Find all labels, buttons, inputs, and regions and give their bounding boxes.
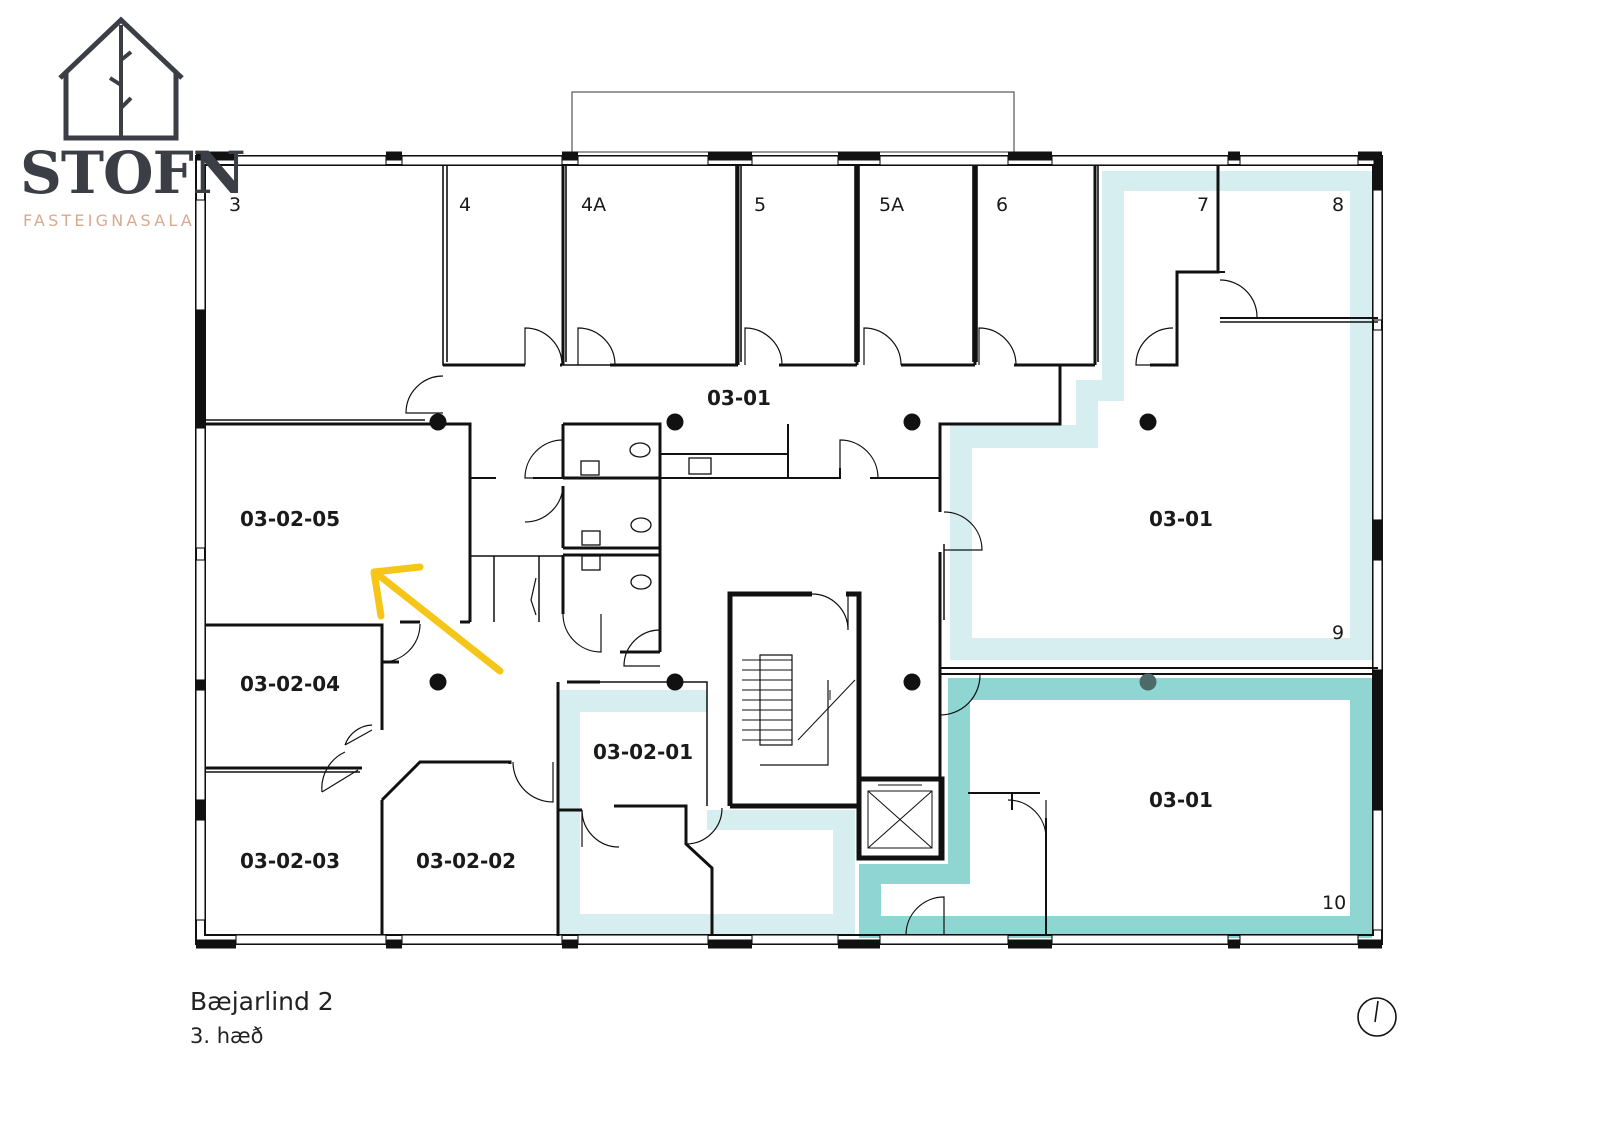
highlight-zone-south [558,690,855,936]
room-label-03-02-01: 03-02-01 [593,740,693,764]
room-label-03-02-05: 03-02-05 [240,507,340,531]
floor-label: 3. hæð [190,1024,264,1048]
room-label-03-01-corridor: 03-01 [707,386,771,410]
house-logo-icon [58,16,184,141]
arrow-pointer-icon [370,563,504,675]
stair-core [727,591,945,861]
window-number-9: 9 [1332,622,1344,644]
restroom-block [470,422,940,653]
building-title: Bæjarlind 2 [190,987,334,1016]
room-label-03-01-east: 03-01 [1149,507,1213,531]
north-office-walls [205,165,1378,622]
doors-north [405,279,1258,414]
window-number-10: 10 [1322,892,1346,914]
room-label-03-02-03: 03-02-03 [240,849,340,873]
room-label-03-02-04: 03-02-04 [240,672,340,696]
columns [429,413,1157,691]
corridor-walls [205,472,1378,936]
north-arrow-icon [1357,997,1397,1037]
window-number-5: 5 [754,194,766,216]
window-number-8: 8 [1332,194,1344,216]
room-label-03-01-southeast: 03-01 [1149,788,1213,812]
window-number-4: 4 [459,194,471,216]
logo-subtitle: FASTEIGNASALA [23,211,195,230]
highlight-zone-east [950,171,1372,660]
window-number-6: 6 [996,194,1008,216]
window-number-4a: 4A [581,194,606,216]
window-number-7: 7 [1197,194,1209,216]
window-number-3: 3 [229,194,241,216]
room-label-03-02-02: 03-02-02 [416,849,516,873]
window-number-5a: 5A [879,194,904,216]
highlight-zone-southeast [859,678,1372,938]
logo-name: STOFN [20,139,246,207]
outer-walls [195,151,1383,949]
